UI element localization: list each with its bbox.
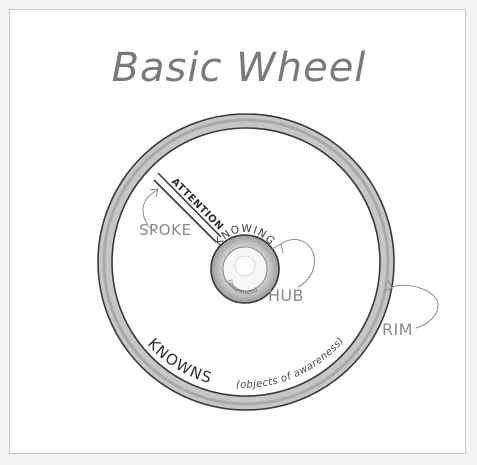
hub-arrowhead <box>271 243 284 254</box>
spoke <box>153 172 222 243</box>
diagram-title: Basic Wheel <box>112 45 367 91</box>
spoke-label: SPOKE <box>139 221 192 239</box>
rim-arrowhead <box>383 279 393 292</box>
hub-arrow <box>279 239 315 288</box>
hub <box>210 234 280 304</box>
hub-label: HUB <box>268 286 304 305</box>
rim-arrow <box>391 284 439 329</box>
spoke-arrow <box>142 189 158 234</box>
spoke-arrowhead <box>149 188 159 198</box>
rim-label: RIM <box>382 320 413 339</box>
